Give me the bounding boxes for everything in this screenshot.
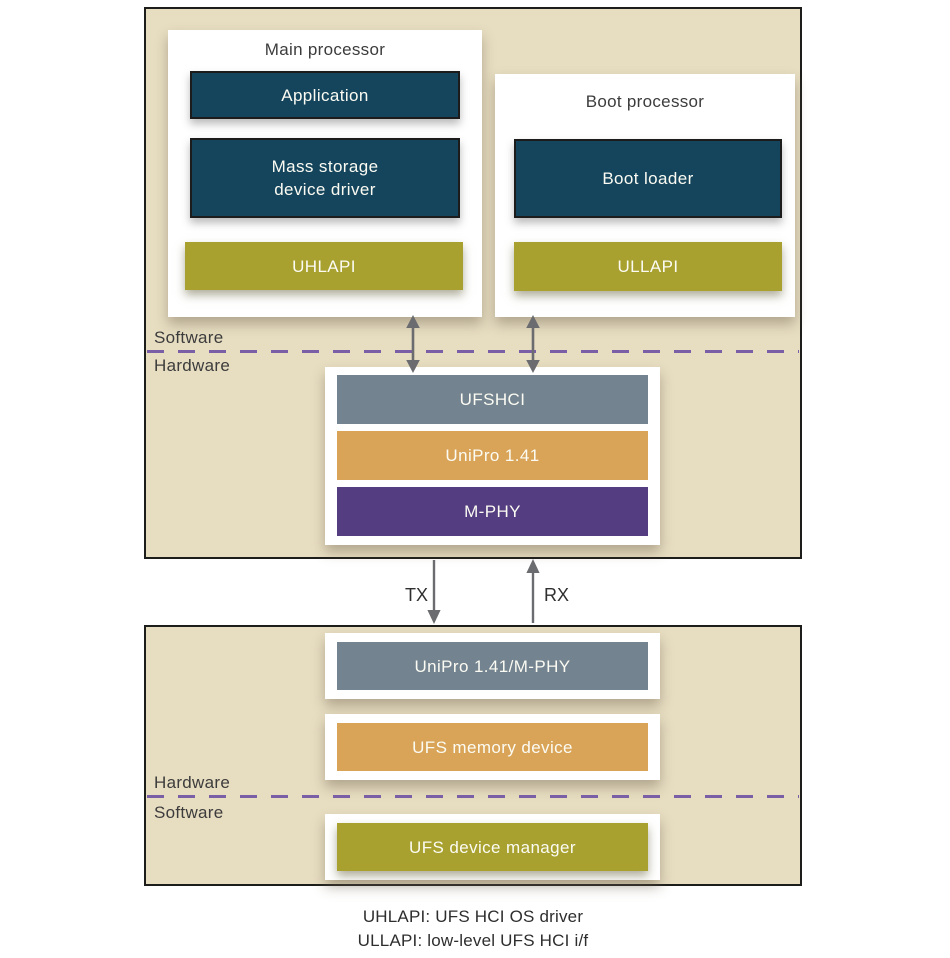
device-hardware-label: Hardware <box>154 773 231 792</box>
unipro-block: UniPro 1.41 <box>337 431 648 480</box>
ufs-device-manager-block: UFS device manager <box>337 823 648 871</box>
legend-line-uhlapi: UHLAPI: UFS HCI OS driver <box>362 907 584 926</box>
legend: UHLAPI: UFS HCI OS driver ULLAPI: low-le… <box>144 905 802 953</box>
tx-label: TX <box>404 585 428 605</box>
device-hw-sw-divider <box>147 795 799 798</box>
mass-storage-line2: device driver <box>274 180 376 199</box>
rx-label: RX <box>544 585 570 605</box>
device-software-label: Software <box>154 803 224 822</box>
legend-line-ullapi: ULLAPI: low-level UFS HCI i/f <box>357 931 589 950</box>
host-panel: Main processor Application Mass storage … <box>144 7 802 559</box>
mass-storage-line1: Mass storage <box>271 157 379 176</box>
ullapi-block: ULLAPI <box>514 242 782 291</box>
ufshci-block: UFSHCI <box>337 375 648 424</box>
host-sw-hw-divider <box>147 350 799 353</box>
host-controller-stack-card: UFSHCI UniPro 1.41 M-PHY <box>325 367 660 545</box>
ufs-device-manager-card: UFS device manager <box>325 814 660 880</box>
tx-arrow <box>427 560 441 624</box>
unipro-mphy-block: UniPro 1.41/M-PHY <box>337 642 648 690</box>
mass-storage-device-driver-block: Mass storage device driver <box>190 138 460 218</box>
boot-processor-title: Boot processor <box>585 92 705 111</box>
rx-arrow <box>526 559 540 623</box>
host-software-label: Software <box>154 328 224 347</box>
ufs-memory-device-card: UFS memory device <box>325 714 660 780</box>
ufs-memory-device-block: UFS memory device <box>337 723 648 771</box>
boot-processor-card: Boot processor Boot loader ULLAPI <box>495 74 795 317</box>
uhlapi-block: UHLAPI <box>185 242 463 290</box>
boot-loader-block: Boot loader <box>514 139 782 218</box>
mphy-block: M-PHY <box>337 487 648 536</box>
main-processor-title: Main processor <box>264 40 386 59</box>
main-processor-card: Main processor Application Mass storage … <box>168 30 482 317</box>
host-hardware-label: Hardware <box>154 356 231 375</box>
unipro-mphy-card: UniPro 1.41/M-PHY <box>325 633 660 699</box>
device-panel: UniPro 1.41/M-PHY UFS memory device Hard… <box>144 625 802 886</box>
application-block: Application <box>190 71 460 119</box>
